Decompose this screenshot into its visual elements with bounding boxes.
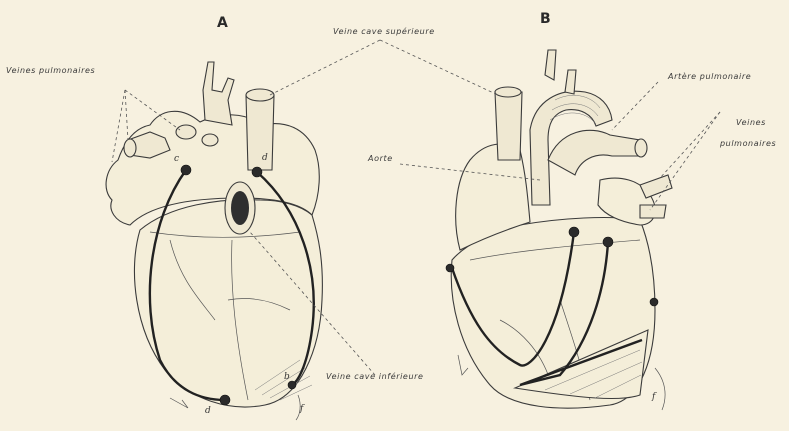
heart-b-point-2: [603, 237, 613, 247]
heart-b: [446, 50, 672, 410]
point-letter-a-d-bottom: d: [205, 406, 211, 416]
label-veine-cave-superieure: Veine cave supérieure: [333, 27, 435, 36]
heart-b-point-3: [446, 264, 454, 272]
heart-a: [106, 62, 322, 420]
heart-a-point-b: [288, 381, 296, 389]
heart-b-svc: [495, 92, 522, 160]
point-letter-a-d-top: d: [262, 153, 268, 163]
point-letter-a-c: c: [174, 154, 179, 164]
label-veine-cave-inferieure: Veine cave inférieure: [326, 372, 424, 381]
label-veines-pulmonaires-left: Veines pulmonaires: [6, 66, 95, 75]
label-veines-right: Veines: [736, 118, 766, 127]
label-pulmonaires-right: pulmonaires: [720, 139, 776, 148]
heart-b-pulmonary-artery: [548, 130, 642, 175]
heart-a-aorta: [203, 62, 234, 125]
heart-a-ventricles: [134, 200, 322, 407]
heart-a-point-d-top: [252, 167, 262, 177]
heart-a-svc: [246, 95, 274, 170]
heart-a-point-d-bottom: [220, 395, 230, 405]
point-letter-a-b: b: [284, 372, 290, 382]
heart-a-point-c: [181, 165, 191, 175]
heart-b-point-4: [650, 298, 658, 306]
label-aorte: Aorte: [368, 154, 393, 163]
label-artere-pulmonaire: Artère pulmonaire: [668, 72, 751, 81]
point-letter-a-f: f: [300, 404, 303, 414]
panel-letter-b: B: [540, 11, 551, 27]
panel-letter-a: A: [217, 15, 228, 31]
heart-a-svc-opening: [246, 89, 274, 101]
point-letter-b-f: f: [652, 392, 655, 402]
heart-b-point-1: [569, 227, 579, 237]
